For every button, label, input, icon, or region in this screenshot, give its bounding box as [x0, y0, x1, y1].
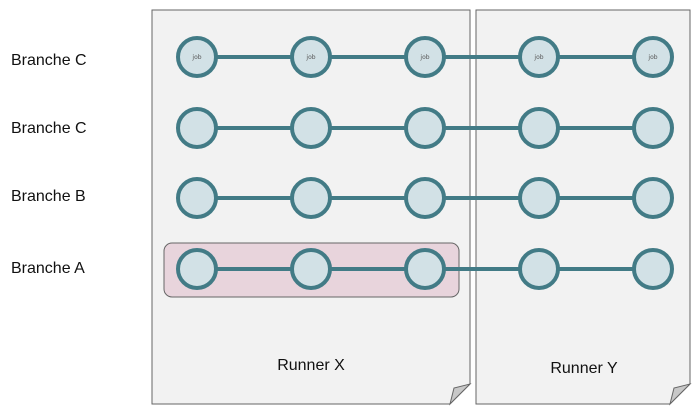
page-fold-icon: [449, 383, 472, 406]
row-label-branche-a: Branche A: [11, 260, 85, 277]
job-node: [518, 36, 560, 78]
job-node-label: job: [419, 54, 429, 61]
job-node: [632, 107, 674, 149]
job-node: [176, 107, 218, 149]
row-label-branche-c: Branche C: [11, 120, 87, 137]
runner-x-label: Runner X: [277, 357, 345, 374]
job-node-label: job: [191, 54, 201, 61]
job-node: [518, 107, 560, 149]
job-node: [404, 248, 446, 290]
job-node: [632, 248, 674, 290]
page-fold-icon: [669, 383, 692, 406]
job-node: [176, 177, 218, 219]
job-row: [176, 177, 674, 219]
job-node: [176, 36, 218, 78]
job-node: [632, 177, 674, 219]
job-row: [176, 107, 674, 149]
runner-y-label: Runner Y: [550, 360, 618, 377]
job-node: [404, 107, 446, 149]
job-node: [404, 36, 446, 78]
job-node-label: job: [305, 54, 315, 61]
job-node: [290, 248, 332, 290]
job-row: job job job job job: [176, 36, 674, 78]
runner-y-panel: [475, 9, 692, 406]
job-node-label: job: [647, 54, 657, 61]
job-node: [518, 248, 560, 290]
job-row: [176, 248, 674, 290]
job-node: [518, 177, 560, 219]
job-node: [290, 107, 332, 149]
row-label-branche-b: Branche B: [11, 188, 86, 205]
job-node-label: job: [533, 54, 543, 61]
job-node: [176, 248, 218, 290]
job-node: [632, 36, 674, 78]
row-label-branche-c-top: Branche C: [11, 52, 87, 69]
job-rows: job job job job job: [176, 36, 674, 290]
job-node: [404, 177, 446, 219]
job-node: [290, 36, 332, 78]
job-node: [290, 177, 332, 219]
